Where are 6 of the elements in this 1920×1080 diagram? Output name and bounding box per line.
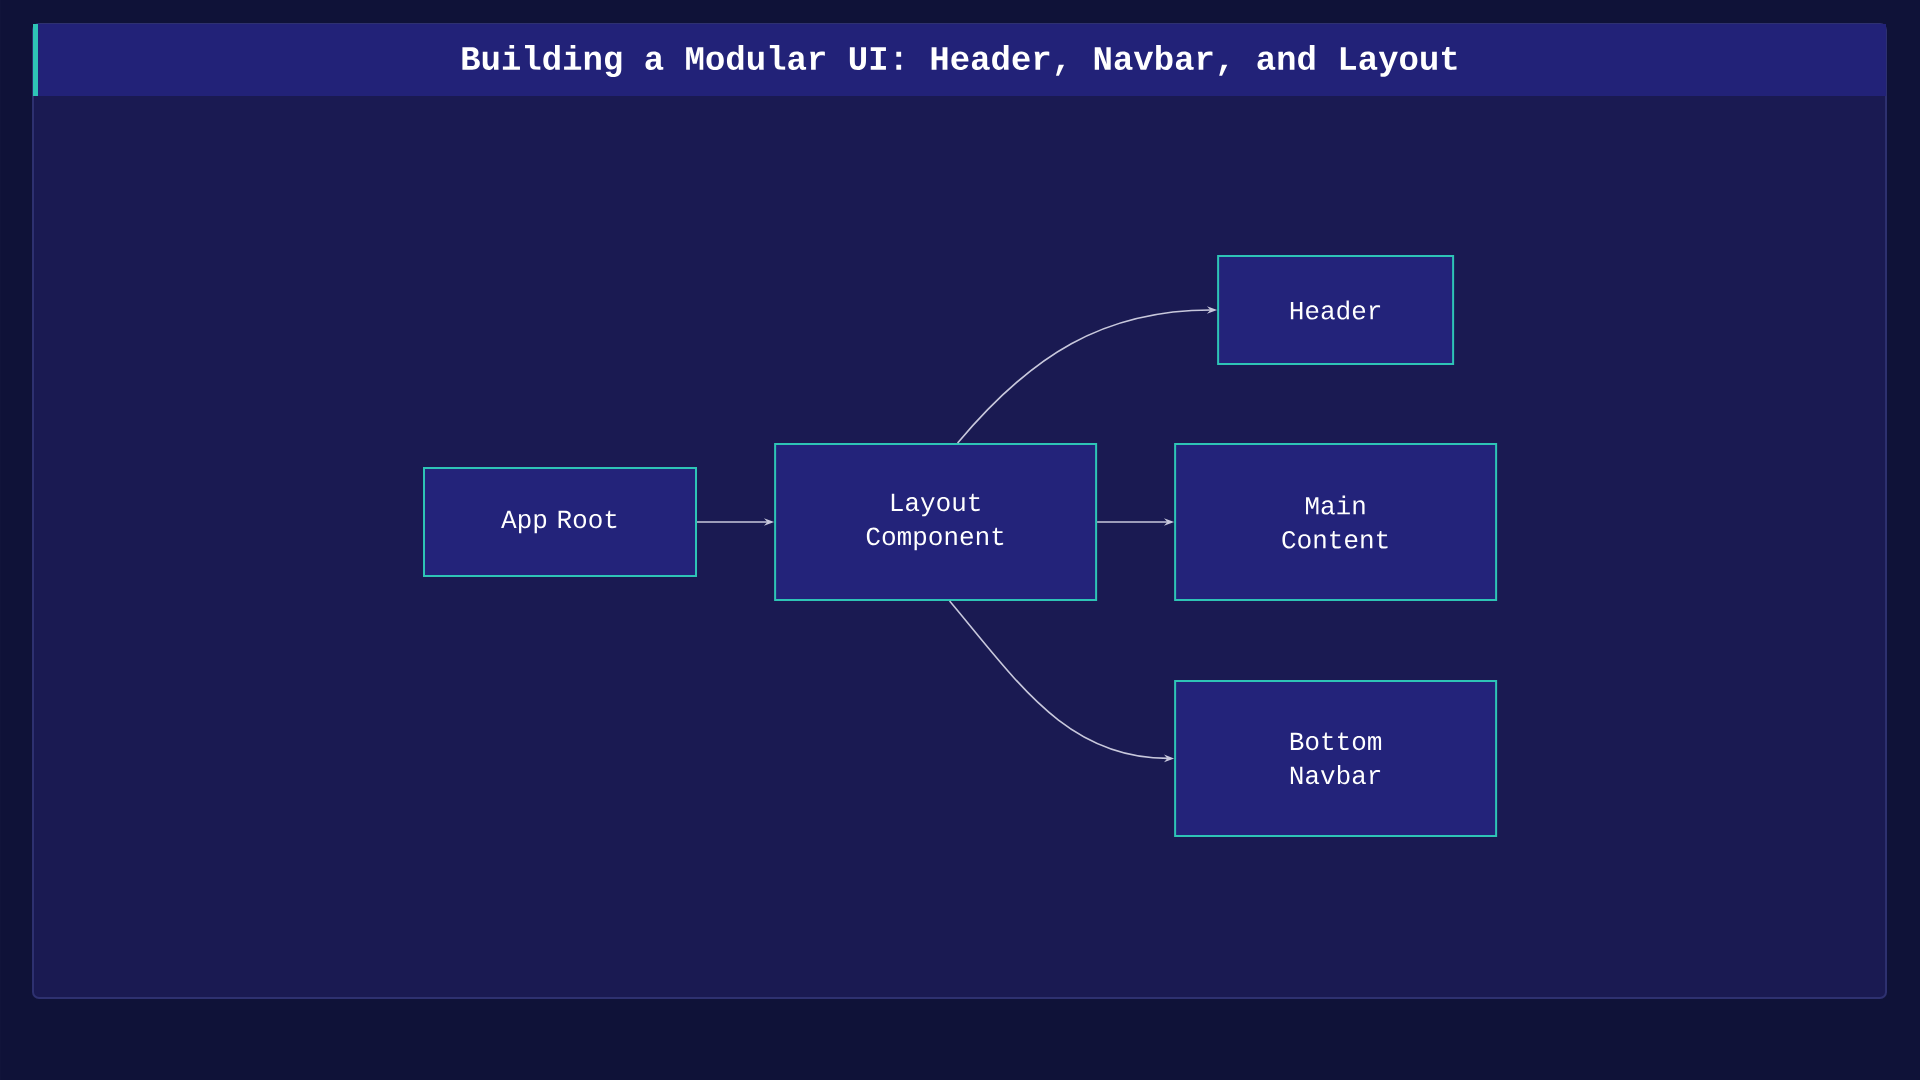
component-box: Header [1217,255,1455,365]
component-box: App Root [423,467,697,577]
title: Building a Modular UI: Header, Navbar, and Layout [462,45,1457,77]
component-box: Layout Component [774,443,1098,601]
component-box: Main Content [1174,443,1498,601]
component-box: Bottom Navbar [1174,679,1498,837]
